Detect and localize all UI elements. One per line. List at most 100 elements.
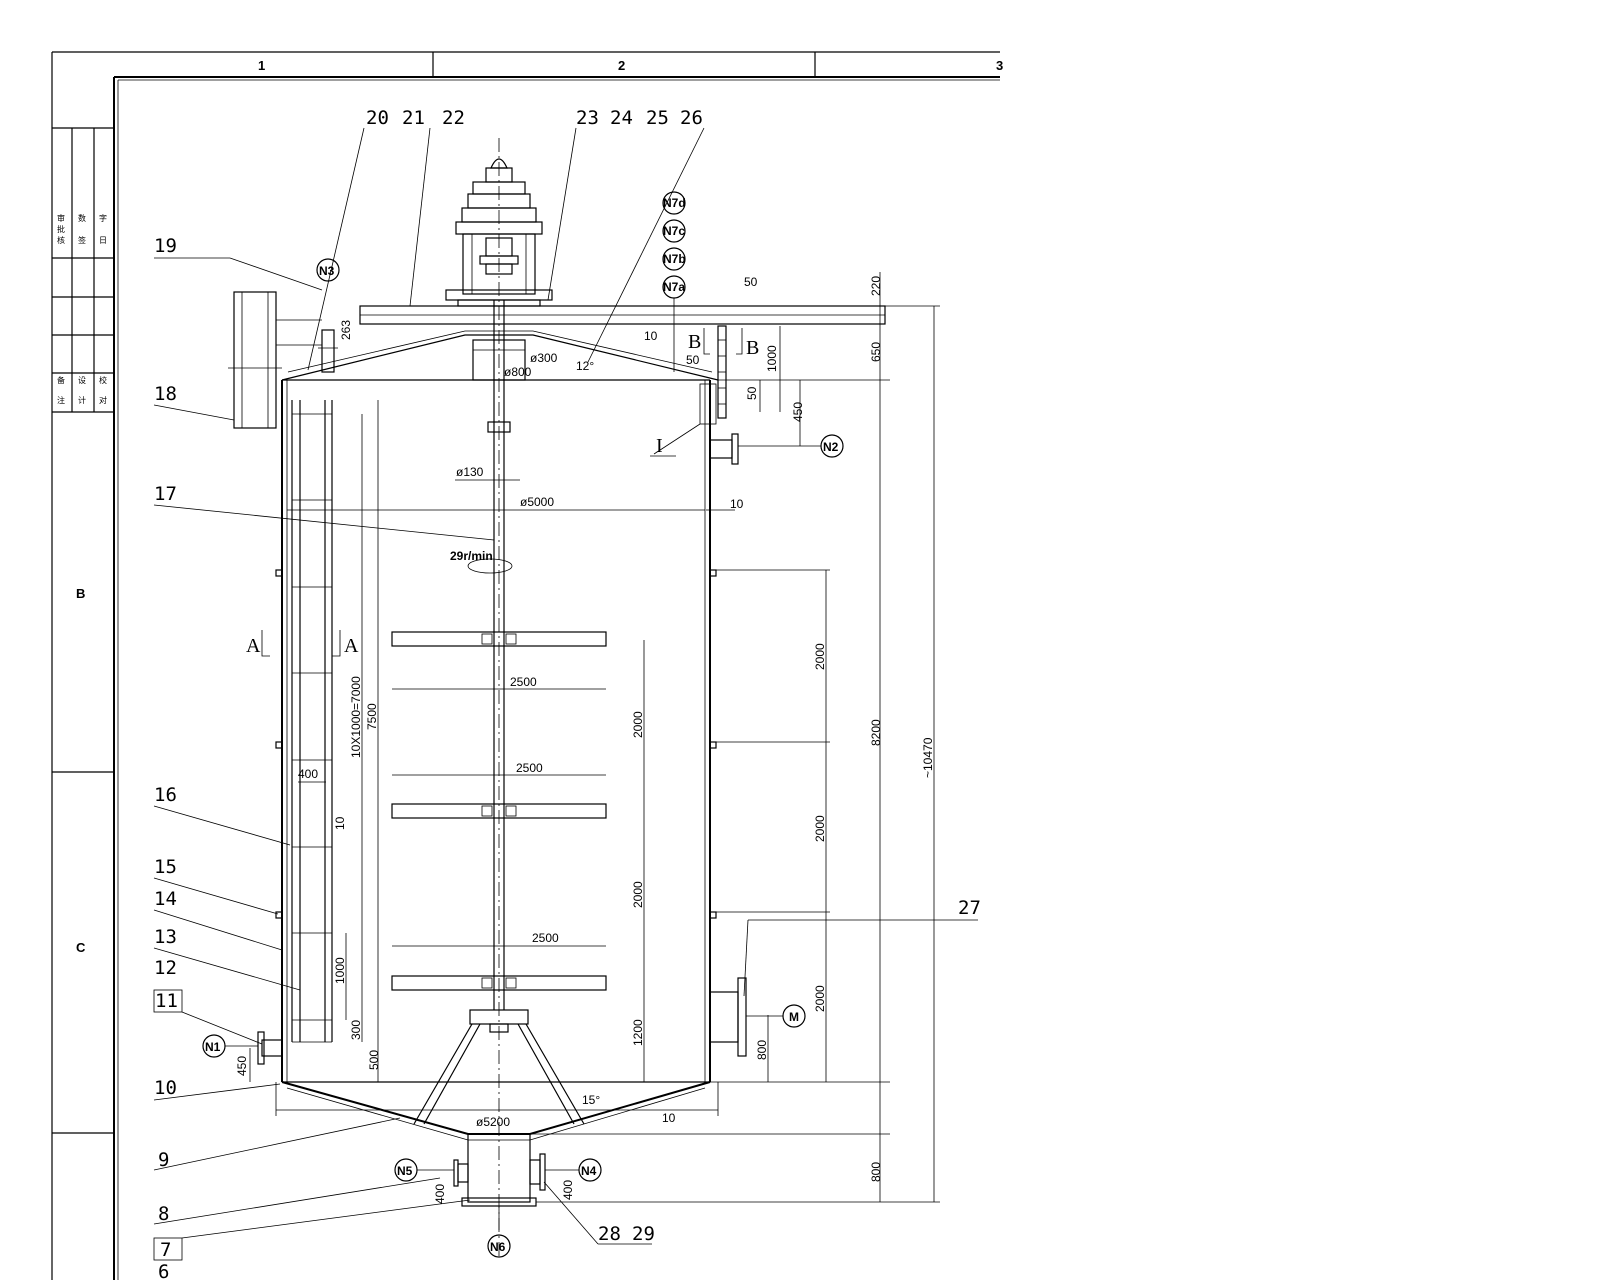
dim-d50-a: 50 xyxy=(686,353,700,367)
dim-d50-top: 50 xyxy=(744,275,758,289)
dim-d450-n1: 450 xyxy=(235,1056,249,1076)
section-b-left: B xyxy=(688,331,701,353)
dim-d7500: 7500 xyxy=(365,703,379,730)
callout-10: 10 xyxy=(154,1077,177,1099)
callout-6: 6 xyxy=(158,1261,169,1280)
nozzle-label-n7c: N7c xyxy=(663,224,685,238)
manhole-m-body xyxy=(709,977,747,1057)
callout-19: 19 xyxy=(154,235,177,257)
grid-col-3: 3 xyxy=(996,58,1003,73)
grid-row-c: C xyxy=(76,940,86,955)
nozzle-label-n5: N5 xyxy=(397,1164,413,1178)
dim-d300: ø300 xyxy=(530,351,558,365)
leader-lines xyxy=(153,127,978,1261)
dim-t10-roof: 10 xyxy=(644,329,658,343)
callout-24: 24 xyxy=(610,107,633,129)
dim-d400-n4: 400 xyxy=(561,1180,575,1200)
callout-14: 14 xyxy=(154,888,177,910)
dim-d400-n5: 400 xyxy=(433,1184,447,1204)
callout-22: 22 xyxy=(442,107,465,129)
grid-col-2: 2 xyxy=(618,58,625,73)
dim-d800-m: 800 xyxy=(755,1040,769,1060)
dim-d5000: ø5000 xyxy=(520,495,554,509)
dim-d800-bot: 800 xyxy=(869,1162,883,1182)
nozzle-label-n3: N3 xyxy=(319,264,335,278)
nozzle-label-m: M xyxy=(789,1010,799,1024)
callout-12: 12 xyxy=(154,957,177,979)
nozzle-markers: N3 N7d N7c N7b N7a N2 N1 M N4 N5 N6 xyxy=(202,191,844,1258)
title-mark: 审 xyxy=(57,213,65,223)
dim-paddle-2: 2500 xyxy=(516,761,543,775)
title-mark: 注 xyxy=(57,395,65,405)
nozzle-label-n6: N6 xyxy=(490,1240,506,1254)
bottom-bearing-tripod xyxy=(413,1009,585,1125)
nozzle-label-n7a: N7a xyxy=(663,280,685,294)
title-mark: 数 xyxy=(78,213,86,223)
dim-d800: ø800 xyxy=(504,365,532,379)
nozzle-n2-body xyxy=(709,433,739,465)
dim-d1000-top: 1000 xyxy=(765,345,779,372)
callout-9: 9 xyxy=(158,1149,169,1171)
dim-t10-cone: 10 xyxy=(662,1111,676,1125)
dim-d2000-b: 2000 xyxy=(631,881,645,908)
section-a-left: A xyxy=(246,635,261,657)
dimension-lines-right xyxy=(530,272,940,1203)
callout-27: 27 xyxy=(958,897,981,919)
callout-17: 17 xyxy=(154,483,177,505)
callout-18: 18 xyxy=(154,383,177,405)
section-marks: A A B B I xyxy=(246,328,759,657)
dim-d130: ø130 xyxy=(456,465,484,479)
callout-11: 11 xyxy=(155,990,178,1012)
dim-d2000-r2: 2000 xyxy=(813,815,827,842)
dim-d2000-a: 2000 xyxy=(631,711,645,738)
detail-mark-i: I xyxy=(656,435,663,457)
callout-8: 8 xyxy=(158,1203,169,1225)
vessel-shell xyxy=(275,379,717,1083)
dim-ang12: 12° xyxy=(576,359,594,373)
nozzle-n1-body xyxy=(257,1031,283,1065)
callout-28: 28 xyxy=(598,1223,621,1245)
dim-paddle-1: 2500 xyxy=(510,675,537,689)
ladder-frame xyxy=(291,400,333,1043)
support-beam xyxy=(359,305,886,325)
dim-d450-top: 450 xyxy=(791,402,805,422)
sheet-frame: 1 2 3 xyxy=(51,51,1003,1280)
callout-20: 20 xyxy=(366,107,389,129)
dim-d10-ladder: 10 xyxy=(333,816,347,830)
callout-25: 25 xyxy=(646,107,669,129)
dim-d263: 263 xyxy=(339,320,353,340)
paddle-lower xyxy=(391,945,607,991)
dim-ang15: 15° xyxy=(582,1093,600,1107)
nozzle-n4-body xyxy=(529,1153,546,1191)
dim-paddle-3: 2500 xyxy=(532,931,559,945)
nozzle-label-n2: N2 xyxy=(823,440,839,454)
vessel-roof xyxy=(281,330,719,381)
nozzle-label-n4: N4 xyxy=(581,1164,597,1178)
dim-d650: 650 xyxy=(869,342,883,362)
dimension-texts: ø5000 ø5200 ø800 ø300 ø130 12° 15° 10 10… xyxy=(235,275,935,1204)
title-mark: 日 xyxy=(99,236,107,245)
callout-29: 29 xyxy=(632,1223,655,1245)
agitator-speed-label: 29r/min xyxy=(450,549,493,563)
title-mark: 批 xyxy=(57,224,65,234)
callout-13: 13 xyxy=(154,926,177,948)
dim-d8200: 8200 xyxy=(869,719,883,746)
paddle-upper xyxy=(391,631,607,690)
revision-strip: 审 批 核 数 签 字 日 备 注 设 计 校 对 B C xyxy=(52,127,114,1134)
grid-row-b: B xyxy=(76,586,85,601)
dim-d2000-r3: 2000 xyxy=(813,985,827,1012)
paddle-middle xyxy=(391,774,607,819)
dimension-lines-left xyxy=(249,400,719,1116)
dim-d1200: 1200 xyxy=(631,1019,645,1046)
dim-t10-shell: 10 xyxy=(730,497,744,511)
section-b-right: B xyxy=(746,337,759,359)
title-mark: 核 xyxy=(57,235,65,245)
callout-21: 21 xyxy=(402,107,425,129)
agitator-shaft xyxy=(467,300,513,1010)
nozzle-label-n1: N1 xyxy=(205,1040,221,1054)
callout-7: 7 xyxy=(160,1239,171,1261)
level-gauge xyxy=(699,325,727,425)
section-a-right: A xyxy=(344,635,359,657)
dim-d50-b: 50 xyxy=(745,386,759,400)
title-mark: 计 xyxy=(78,395,86,405)
